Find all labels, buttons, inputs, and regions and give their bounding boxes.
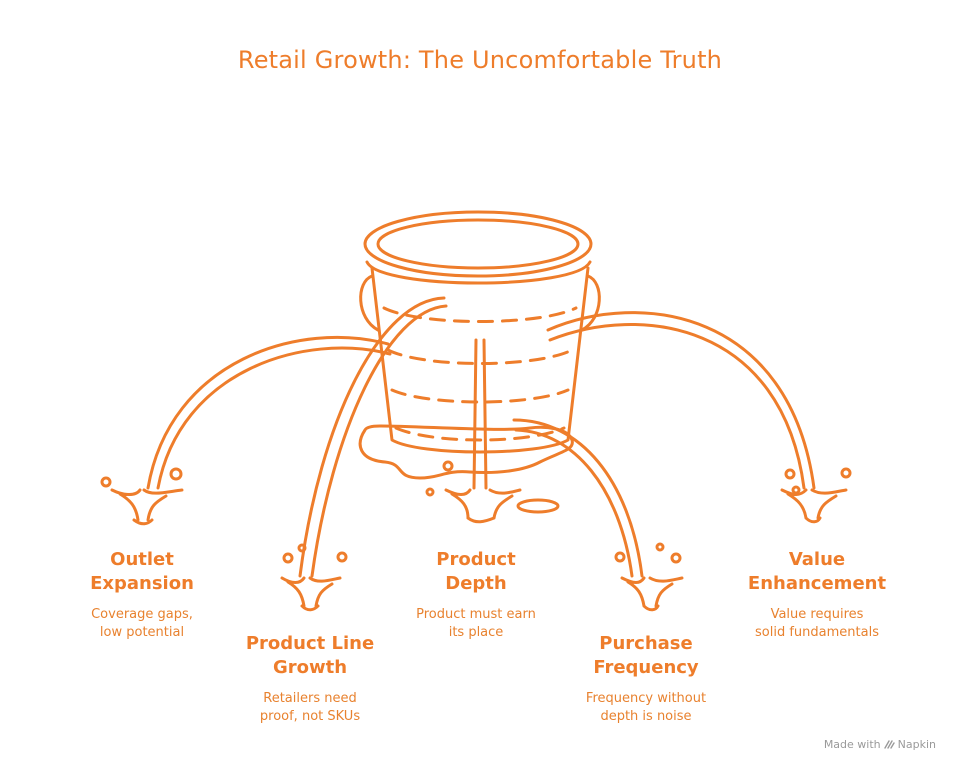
item-value-enhancement: Value Enhancement Value requires solid f…: [730, 548, 904, 642]
item-heading: Purchase Frequency: [593, 633, 699, 678]
item-description: Retailers need proof, not SKUs: [259, 691, 361, 724]
item-heading: Product Depth: [436, 549, 516, 594]
item-purchase-frequency: Purchase Frequency Frequency without dep…: [562, 632, 730, 726]
bucket-band-2: [386, 348, 574, 365]
splash-product-line-icon: [280, 543, 348, 612]
splash-outlet-icon: [100, 467, 184, 526]
leak-stream-product-line: [298, 296, 448, 578]
bucket-body: [370, 266, 590, 454]
bucket-band-3: [390, 388, 570, 404]
item-description: Product must earn its place: [416, 607, 536, 640]
item-heading: Value Enhancement: [747, 549, 887, 594]
item-description: Coverage gaps, low potential: [91, 607, 193, 640]
splash-product-depth-icon: [425, 460, 522, 524]
credit-brand: Napkin: [897, 738, 936, 751]
bucket-handle-left: [359, 274, 380, 332]
item-product-line-growth: Product Line Growth Retailers need proof…: [228, 632, 392, 726]
leak-stream-value: [546, 311, 816, 490]
leak-stream-product-depth: [472, 338, 488, 490]
credit-prefix: Made with: [823, 738, 881, 751]
item-description: Frequency without depth is noise: [585, 691, 707, 724]
bucket-rim-inner: [376, 218, 580, 270]
splash-value-icon: [780, 467, 852, 524]
splash-purchase-frequency-icon: [614, 542, 684, 612]
diagram-title: Retail Growth: The Uncomfortable Truth: [237, 46, 723, 74]
item-outlet-expansion: Outlet Expansion Coverage gaps, low pote…: [62, 548, 222, 642]
item-heading: Product Line Growth: [245, 633, 375, 678]
bucket-band-4: [394, 426, 566, 442]
bucket-handle-right: [580, 274, 601, 332]
bucket-rim-outer: [363, 210, 593, 278]
made-with-credit[interactable]: Made with Napkin: [824, 738, 936, 751]
item-product-depth: Product Depth Product must earn its plac…: [394, 548, 558, 642]
item-description: Value requires solid fundamentals: [755, 607, 879, 640]
napkin-logo-icon: [883, 740, 895, 749]
item-heading: Outlet Expansion: [90, 549, 194, 594]
puddle-drop: [516, 498, 560, 514]
leak-stream-outlet: [146, 336, 392, 490]
bucket-band-1: [382, 306, 578, 323]
puddle-shape: [358, 424, 574, 480]
bucket-rim-bottom: [365, 260, 592, 285]
leak-stream-purchase-frequency: [512, 418, 644, 578]
